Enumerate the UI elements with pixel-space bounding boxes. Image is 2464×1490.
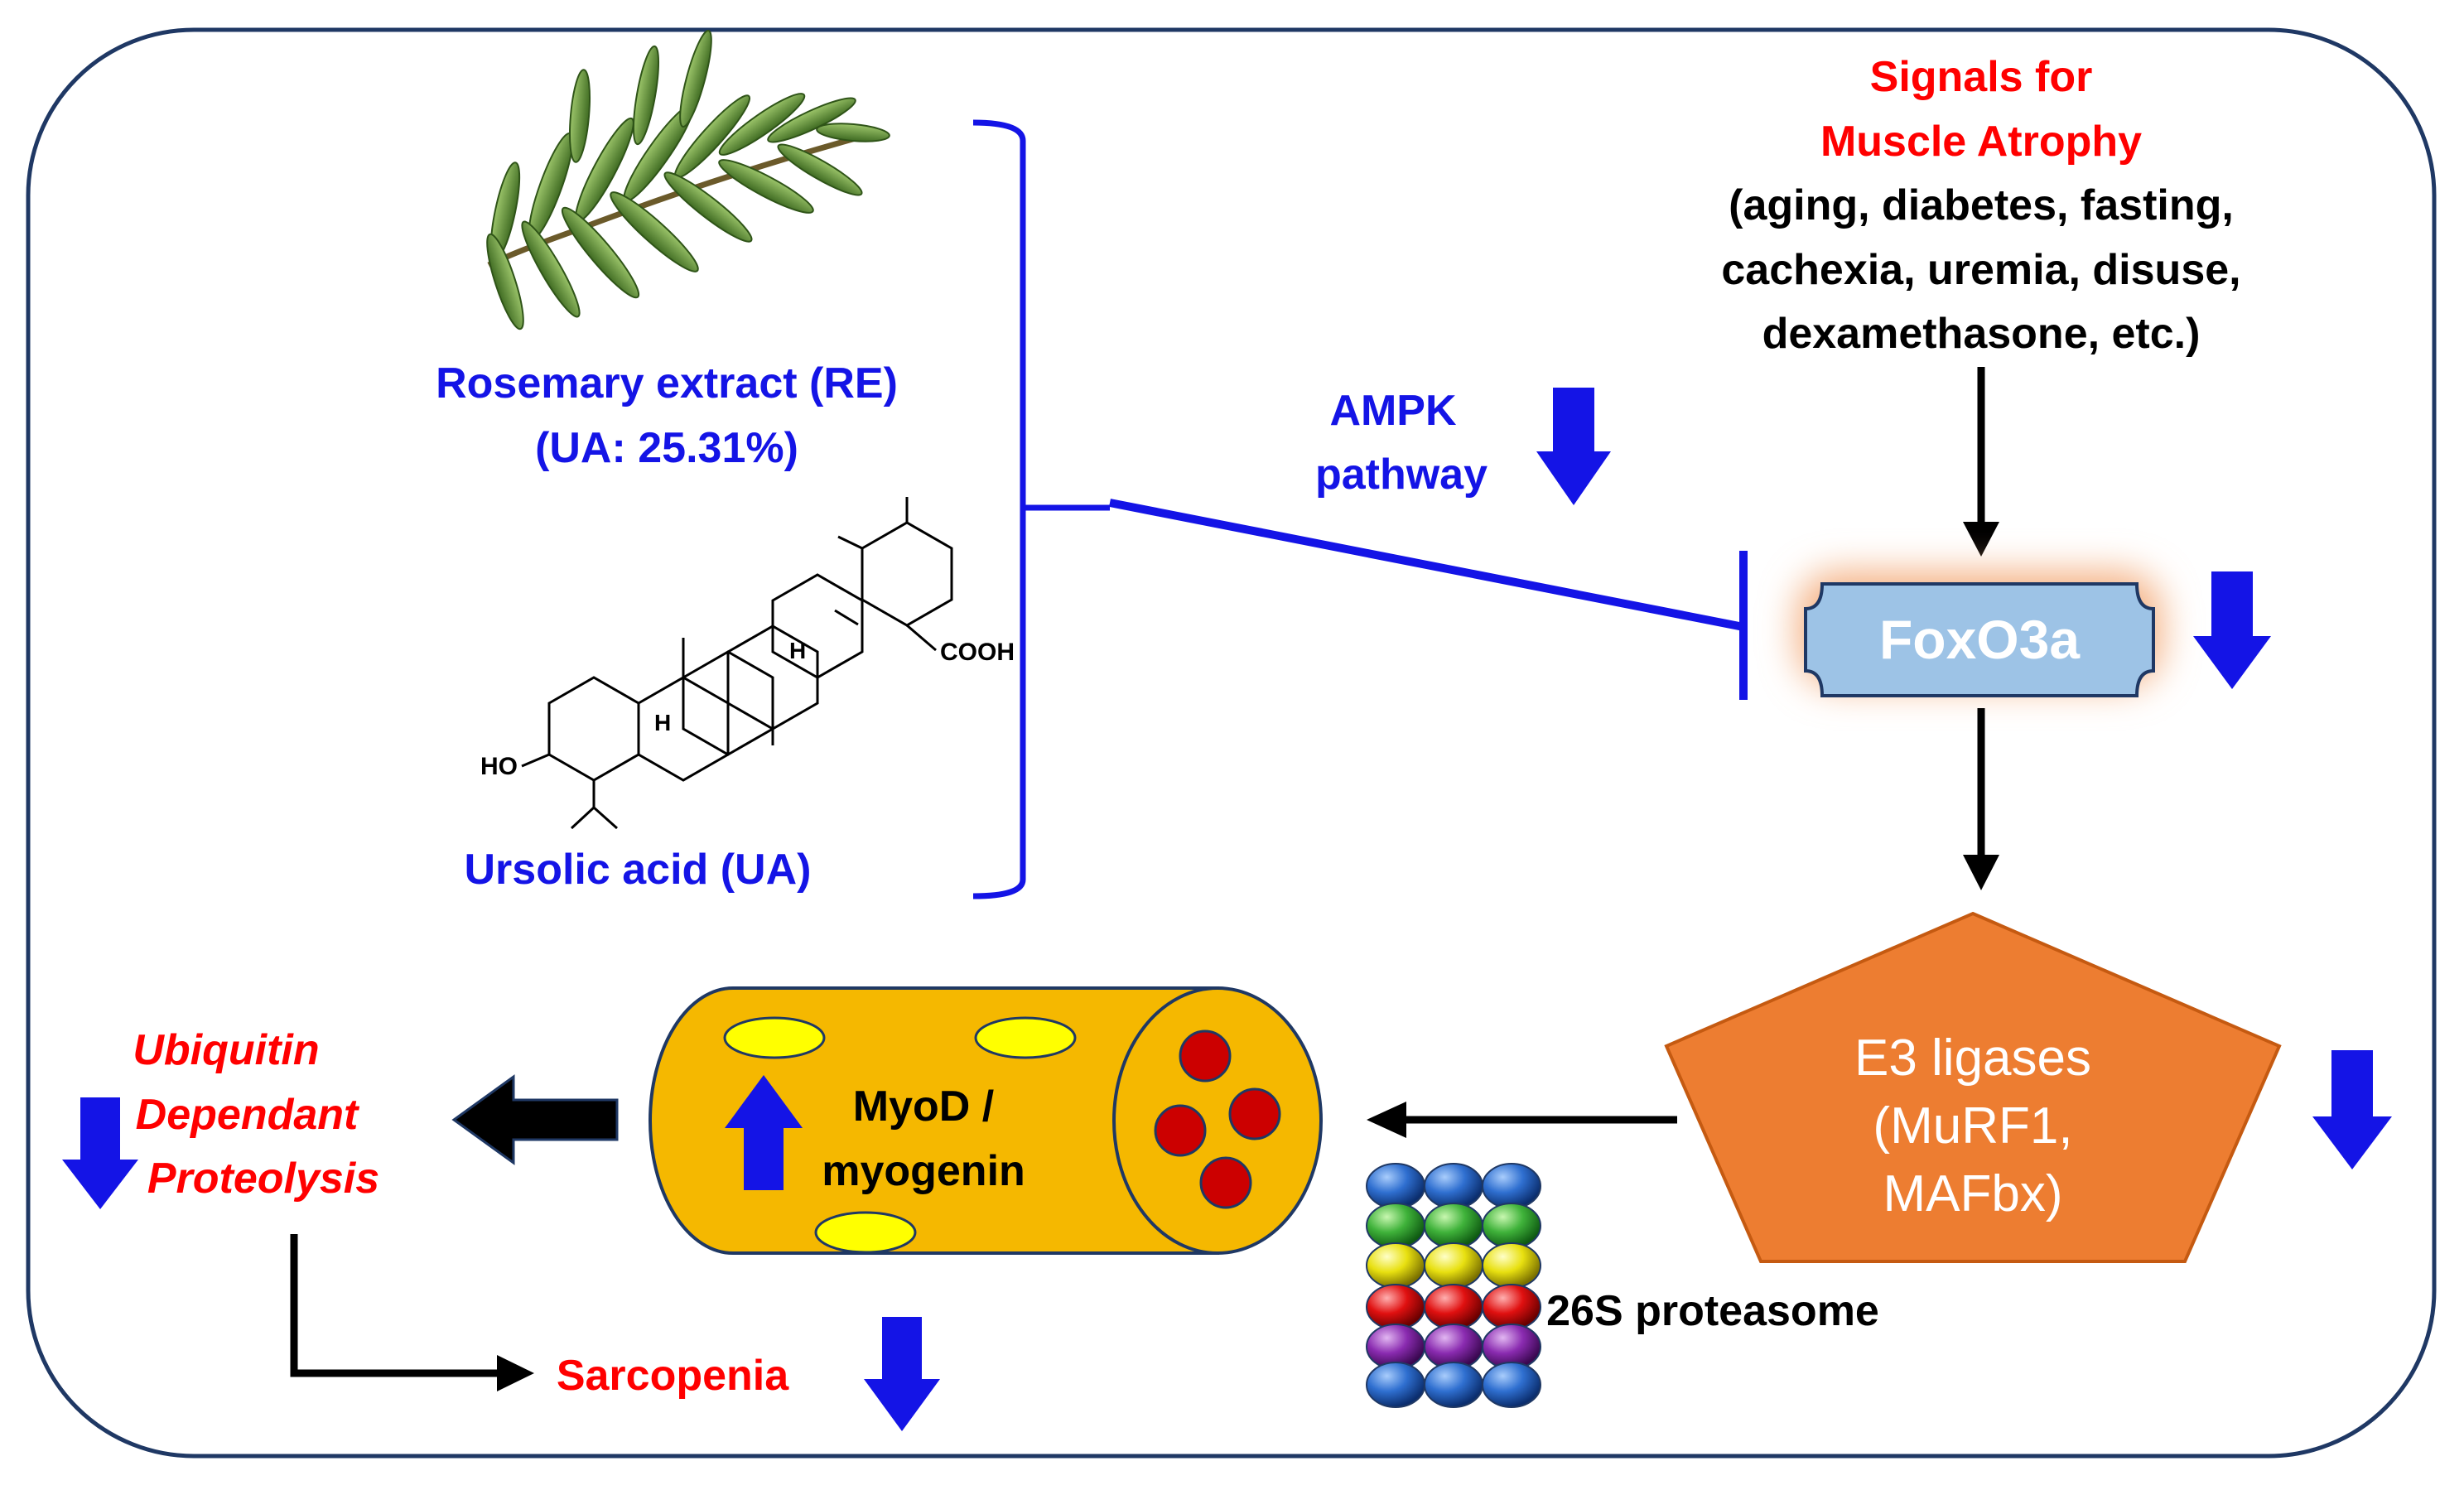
e3-ligases-pentagon xyxy=(1664,911,2282,1263)
signals-cause-line3: dexamethasone, etc.) xyxy=(1762,310,2201,358)
signals-title-line2: Muscle Atrophy xyxy=(1820,118,2142,166)
proteolysis-down-arrow-icon xyxy=(62,1097,138,1209)
e3-to-muscle-arrowhead xyxy=(1367,1102,1406,1138)
structure-h-label-2: H xyxy=(789,638,806,663)
structure-ho-label: HO xyxy=(480,753,518,780)
signals-to-foxo-arrowhead xyxy=(1963,522,1999,557)
nucleus-1 xyxy=(723,1016,826,1059)
signals-cause-line1: (aging, diabetes, fasting, xyxy=(1729,181,2234,229)
nucleus-3 xyxy=(814,1211,917,1254)
muscle-fiber xyxy=(649,986,1323,1255)
e3-down-arrow-icon xyxy=(2312,1050,2392,1169)
red-cell-1 xyxy=(1179,1029,1232,1083)
red-cell-2 xyxy=(1228,1087,1281,1140)
ubiquitin-line3: Proteolysis xyxy=(147,1155,379,1203)
ubiquitin-line2: Dependant xyxy=(136,1091,360,1139)
foxo3a-box xyxy=(1804,582,2155,697)
proteolysis-to-sarcopenia-arrow xyxy=(290,1234,505,1377)
sarcopenia-down-arrow-icon xyxy=(864,1317,940,1431)
foxo3a-down-arrow-icon xyxy=(2193,571,2271,689)
ursolic-acid-structure xyxy=(521,497,953,830)
e3-line2: (MuRF1, xyxy=(1873,1097,2072,1155)
myod-up-arrow-icon xyxy=(725,1075,803,1190)
proteasome-illustration xyxy=(1366,1163,1541,1408)
re-label: Rosemary extract (RE) xyxy=(436,359,898,407)
ampk-pathway-label: pathway xyxy=(1315,451,1488,499)
ampk-label: AMPK xyxy=(1329,387,1457,435)
rosemary-sprig-image xyxy=(486,29,890,330)
myogenin-label: myogenin xyxy=(822,1147,1025,1195)
e3-line1: E3 ligases xyxy=(1854,1029,2091,1087)
structure-h-label-1: H xyxy=(654,710,671,735)
sarcopenia-label: Sarcopenia xyxy=(557,1352,789,1400)
ubiquitin-line1: Ubiquitin xyxy=(133,1026,319,1074)
structure-cooh-label: COOH xyxy=(940,639,1015,666)
proteolysis-to-sarcopenia-arrowhead xyxy=(497,1355,534,1391)
foxo3a-label: FoxO3a xyxy=(1879,609,2081,670)
nucleus-2 xyxy=(974,1016,1077,1059)
red-cell-3 xyxy=(1154,1104,1207,1157)
myod-label: MyoD / xyxy=(853,1083,994,1131)
e3-line3: MAFbx) xyxy=(1883,1165,2063,1222)
re-ua-content: (UA: 25.31%) xyxy=(535,424,798,472)
ua-label: Ursolic acid (UA) xyxy=(465,846,812,894)
fiber-to-proteolysis-arrow-icon xyxy=(451,1074,619,1165)
inhibition-line xyxy=(1109,499,1744,631)
foxo-to-e3-arrowhead xyxy=(1963,855,1999,890)
signals-cause-line2: cachexia, uremia, disuse, xyxy=(1721,246,2240,294)
proteasome-label: 26S proteasome xyxy=(1546,1287,1879,1335)
signals-title-line1: Signals for xyxy=(1870,53,2093,101)
ampk-down-arrow-icon xyxy=(1536,388,1611,505)
red-cell-4 xyxy=(1199,1156,1252,1209)
